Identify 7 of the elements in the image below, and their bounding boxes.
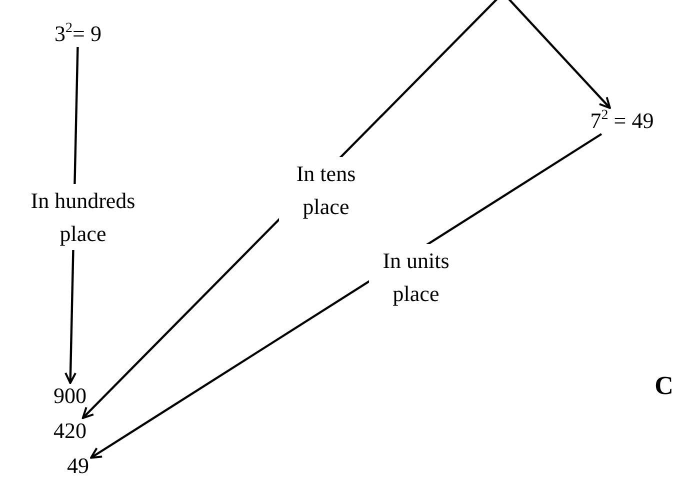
equation-text: 7$^{2}$ = 49 <box>588 108 656 134</box>
equation-text: 900 <box>52 383 88 409</box>
heading-fragment: C <box>654 371 674 401</box>
equation-text: 3$^{2}$= 9 <box>52 21 104 47</box>
arrow <box>90 133 602 459</box>
equation-text: 420 <box>52 418 88 444</box>
equation-text: 49 <box>65 453 91 478</box>
